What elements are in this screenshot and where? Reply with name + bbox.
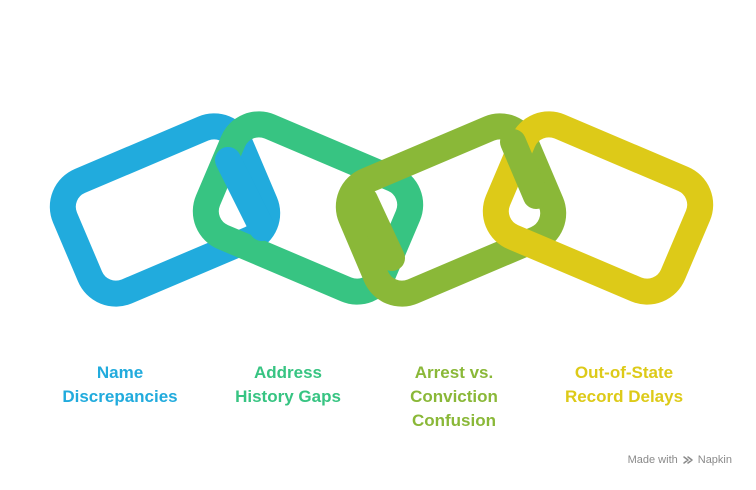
label-line: Out-of-State bbox=[574, 363, 674, 382]
chain-link-1-ring bbox=[49, 113, 281, 307]
link-1-over-link-2 bbox=[215, 147, 275, 241]
credit-brand: Napkin bbox=[697, 454, 732, 466]
napkin-logo-icon bbox=[683, 456, 693, 464]
label-line: History Gaps bbox=[235, 387, 341, 406]
link-label-address-history-gaps: Address History Gaps bbox=[203, 361, 373, 409]
label-line: Record Delays bbox=[564, 387, 684, 406]
label-line: Name bbox=[96, 363, 144, 382]
label-line: Discrepancies bbox=[62, 387, 178, 406]
link-label-name-discrepancies: Name Discrepancies bbox=[35, 361, 205, 409]
chain-link-1 bbox=[49, 113, 281, 307]
label-line: Confusion bbox=[411, 411, 497, 430]
made-with-credit: Made with Napkin bbox=[628, 454, 732, 466]
link-label-arrest-vs-conviction: Arrest vs. Conviction Confusion bbox=[369, 361, 539, 433]
link-3-over-link-2 bbox=[352, 187, 405, 271]
credit-prefix: Made with bbox=[627, 454, 678, 466]
chain-link-4-ring bbox=[482, 111, 714, 305]
interlock-overlaps bbox=[215, 129, 549, 271]
link-label-out-of-state-delays: Out-of-State Record Delays bbox=[539, 361, 709, 409]
chain-link-4 bbox=[482, 111, 714, 305]
label-line: Conviction bbox=[410, 387, 498, 406]
label-line: Arrest vs. bbox=[414, 363, 494, 382]
link-3-over-link-4 bbox=[500, 129, 549, 209]
label-line: Address bbox=[253, 363, 323, 382]
